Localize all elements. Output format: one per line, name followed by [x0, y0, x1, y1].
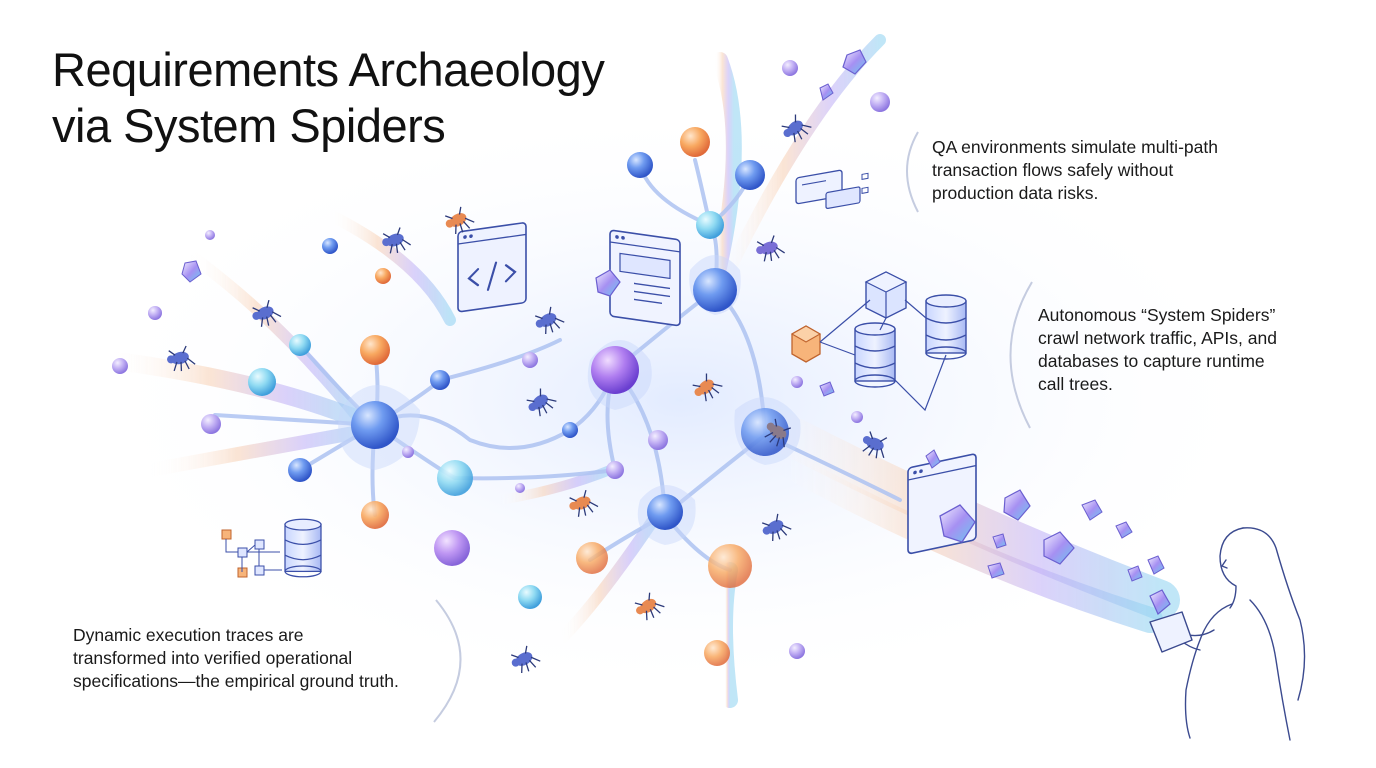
node: [696, 211, 724, 239]
node: [148, 306, 162, 320]
node: [680, 127, 710, 157]
callout-line: call trees.: [1038, 374, 1113, 394]
database-icon: [925, 294, 967, 360]
callout-line: transformed into verified operational: [73, 648, 353, 668]
node: [522, 352, 538, 368]
page-title: Requirements Archaeology via System Spid…: [52, 42, 692, 154]
node: [704, 640, 730, 666]
database-icon: [854, 322, 896, 388]
node: [322, 238, 338, 254]
crystal-icon: [181, 260, 202, 283]
node: [437, 460, 473, 496]
node: [782, 60, 798, 76]
node: [288, 458, 312, 482]
node: [870, 92, 890, 112]
node: [851, 411, 863, 423]
ui-panels-icon: [795, 169, 869, 209]
hub-node: [647, 494, 683, 530]
top-crystals: [181, 49, 867, 283]
node: [576, 542, 608, 574]
crystal-icon: [819, 83, 834, 101]
callout-line: production data risks.: [932, 183, 1099, 203]
person-holding-tablet-icon: [1149, 527, 1306, 741]
callout-qa-environments: QA environments simulate multi-path tran…: [932, 136, 1218, 205]
node: [430, 370, 450, 390]
node: [361, 501, 389, 529]
hub-node: [693, 268, 737, 312]
node: [515, 483, 525, 493]
node: [606, 461, 624, 479]
callout-line: Autonomous “System Spiders”: [1038, 305, 1276, 325]
cube-icon: [864, 271, 908, 319]
node: [735, 160, 765, 190]
browser-window-icon: [609, 229, 681, 327]
node: [648, 430, 668, 450]
callout-line: Dynamic execution traces are: [73, 625, 304, 645]
flying-crystals: [819, 381, 1171, 615]
page-title-line: Requirements Archaeology: [52, 43, 605, 96]
node: [562, 422, 578, 438]
page-title-line: via System Spiders: [52, 99, 446, 152]
node: [518, 585, 542, 609]
node: [248, 368, 276, 396]
browser-window-icon: [907, 453, 977, 555]
node: [791, 376, 803, 388]
node: [789, 643, 805, 659]
cube-icon: [790, 325, 822, 363]
callout-line: databases to capture runtime: [1038, 351, 1265, 371]
callout-line: specifications—the empirical ground trut…: [73, 671, 399, 691]
crystal-icon: [842, 49, 867, 75]
node: [375, 268, 391, 284]
node: [627, 152, 653, 178]
callout-execution-traces: Dynamic execution traces are transformed…: [73, 624, 399, 693]
network-nodes: [112, 60, 890, 666]
crystal-icon: [939, 504, 976, 543]
database-tree: [221, 518, 322, 578]
node: [360, 335, 390, 365]
callout-system-spiders: Autonomous “System Spiders” crawl networ…: [1038, 304, 1277, 396]
hub-node: [591, 346, 639, 394]
callout-brackets: [433, 131, 1033, 723]
callout-line: transaction flows safely without: [932, 160, 1174, 180]
crystal-icon: [595, 269, 621, 297]
database-icon: [284, 518, 322, 578]
callout-line: QA environments simulate multi-path: [932, 137, 1218, 157]
node: [289, 334, 311, 356]
node: [402, 446, 414, 458]
database-cluster: [790, 271, 967, 412]
node: [434, 530, 470, 566]
node: [205, 230, 215, 240]
node: [201, 414, 221, 434]
callout-line: crawl network traffic, APIs, and: [1038, 328, 1277, 348]
code-window-icon: [457, 222, 527, 313]
light-streaks: [101, 34, 1180, 708]
node: [112, 358, 128, 374]
hub-node: [351, 401, 399, 449]
hub-node: [708, 544, 752, 588]
